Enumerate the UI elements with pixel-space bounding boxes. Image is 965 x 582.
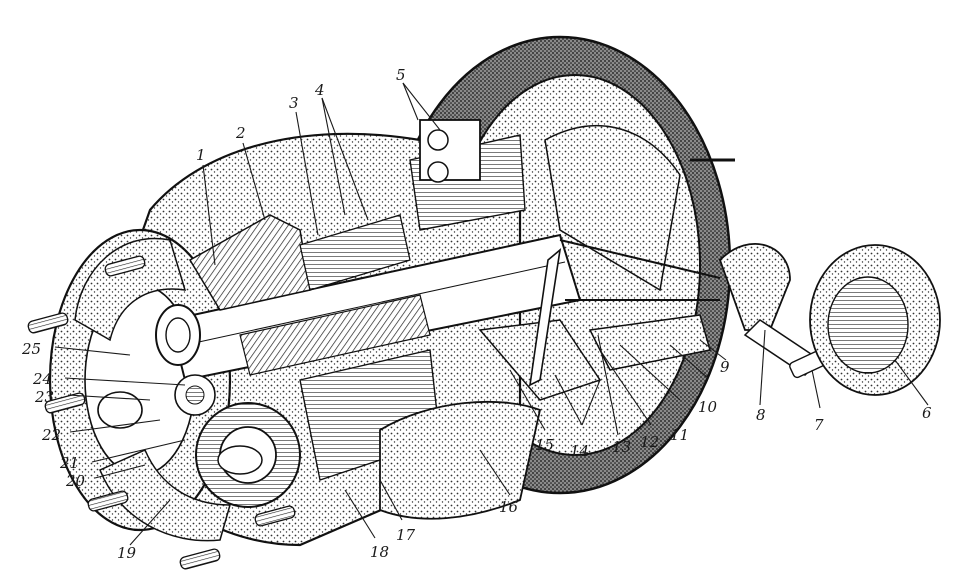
callout-19: 19 xyxy=(117,544,137,562)
wheel-studs xyxy=(27,255,296,570)
callout-13: 13 xyxy=(612,438,631,456)
callout-12: 12 xyxy=(640,433,659,451)
wheel-stud xyxy=(254,505,296,527)
wheel-stud xyxy=(44,392,86,414)
callout-24: 24 xyxy=(32,370,52,388)
callout-16: 16 xyxy=(499,498,519,516)
wheel-stud xyxy=(87,490,129,512)
front-flange xyxy=(74,237,231,542)
callout-25: 25 xyxy=(21,340,41,358)
callout-labels: 1 2 3 4 5 6 7 8 9 10 11 12 13 14 15 16 1… xyxy=(21,66,932,562)
callout-21: 21 xyxy=(59,454,79,472)
callout-18: 18 xyxy=(370,543,389,561)
callout-10: 10 xyxy=(698,398,718,416)
wheel-stud xyxy=(104,255,146,277)
callout-4: 4 xyxy=(314,81,325,99)
callout-20: 20 xyxy=(65,472,86,490)
wheel-stud xyxy=(27,312,69,334)
callout-23: 23 xyxy=(34,388,54,406)
callout-7: 7 xyxy=(814,416,824,434)
callout-22: 22 xyxy=(41,426,61,444)
leader-lines xyxy=(54,82,929,546)
callout-17: 17 xyxy=(396,526,416,544)
upper-internal-section xyxy=(188,119,526,311)
callout-11: 11 xyxy=(670,426,689,444)
callout-15: 15 xyxy=(535,436,554,454)
callout-8: 8 xyxy=(756,406,766,424)
wheel-stud xyxy=(179,548,221,570)
callout-2: 2 xyxy=(235,124,246,142)
brake-shoe-lower xyxy=(379,248,711,520)
callout-14: 14 xyxy=(570,442,589,460)
callout-1: 1 xyxy=(196,146,206,164)
axle-shaft xyxy=(155,233,721,382)
callout-3: 3 xyxy=(289,94,299,112)
callout-9: 9 xyxy=(720,358,730,376)
brake-lever-linkage xyxy=(718,243,941,396)
callout-5: 5 xyxy=(396,66,406,84)
callout-6: 6 xyxy=(922,404,932,422)
